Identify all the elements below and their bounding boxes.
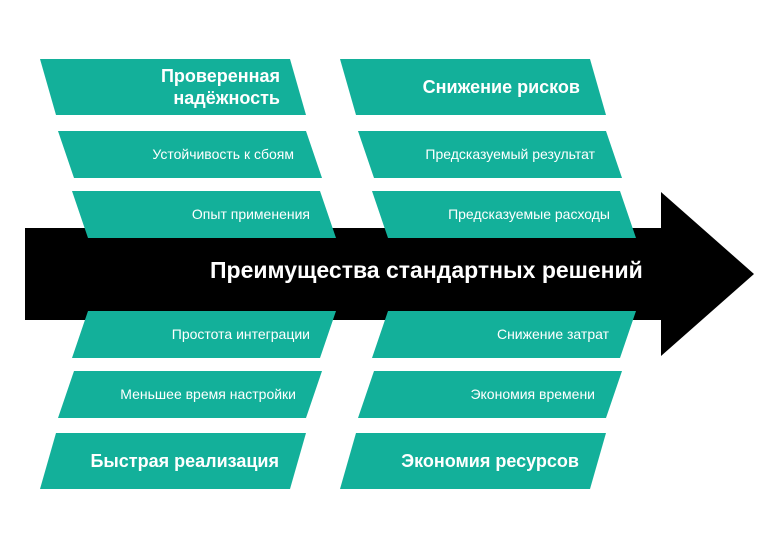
item-label-bottom-left-2: Меньшее время настройки [120,385,296,402]
header-label-bottom-right: Экономия ресурсов [401,450,579,471]
header-block-top-right: Снижение рисков [340,59,606,115]
header-label-top-right: Снижение рисков [422,76,580,97]
item-block-bottom-left-2: Меньшее время настройки [58,371,322,418]
item-label-bottom-right-1: Снижение затрат [496,325,609,342]
header-label-bottom-left: Быстрая реализация [90,450,279,471]
header-block-bottom-right: Экономия ресурсов [340,433,606,489]
item-block-top-left-1: Устойчивость к сбоям [58,131,322,178]
item-label-bottom-right-2: Экономия времени [470,385,595,402]
item-label-top-right-2: Предсказуемые расходы [448,205,610,222]
item-block-top-right-1: Предсказуемый результат [358,131,622,178]
item-block-top-left-2: Опыт применения [72,191,336,238]
item-label-bottom-left-1: Простота интеграции [171,325,310,342]
item-label-top-left-2: Опыт применения [191,205,310,222]
item-label-top-right-1: Предсказуемый результат [425,145,595,162]
header-block-top-left: Проверенная надёжность [40,59,306,115]
header-block-bottom-left: Быстрая реализация [40,433,306,489]
item-label-top-left-1: Устойчивость к сбоям [152,145,294,162]
item-block-bottom-left-1: Простота интеграции [72,311,336,358]
item-block-bottom-right-1: Снижение затрат [372,311,636,358]
diagram-title: Преимущества стандартных решений [210,256,643,283]
item-block-bottom-right-2: Экономия времени [358,371,622,418]
header-label-top-left: Проверенная надёжность [160,65,280,109]
item-block-top-right-2: Предсказуемые расходы [372,191,636,238]
